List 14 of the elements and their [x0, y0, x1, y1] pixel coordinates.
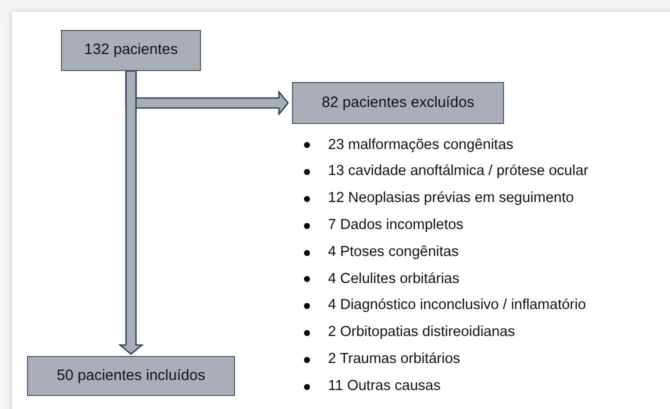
list-item: 4 Diagnóstico inconclusivo / inflamatório: [328, 296, 586, 316]
list-item: 23 malformações congênitas: [328, 136, 514, 155]
process-box: 50 pacientes incluídos: [27, 356, 235, 396]
process-box: 132 pacientes: [61, 30, 201, 71]
list-item: 11 Outras causas: [328, 376, 441, 396]
list-item: 4 Celulites orbitárias: [328, 270, 460, 288]
hollow-arrow: [118, 70, 144, 355]
list-item: 2 Orbitopatias distireoidianas: [328, 323, 515, 342]
list-item: 7 Dados incompletos: [328, 216, 464, 235]
list-item: 2 Traumas orbitários: [328, 350, 460, 369]
list-item: 12 Neoplasias prévias em seguimento: [328, 189, 574, 208]
process-box: 82 pacientes excluídos: [292, 82, 504, 124]
list-item: 4 Ptoses congênitas: [328, 242, 459, 262]
list-item: 13 cavidade anoftálmica / prótese ocular: [328, 162, 588, 182]
